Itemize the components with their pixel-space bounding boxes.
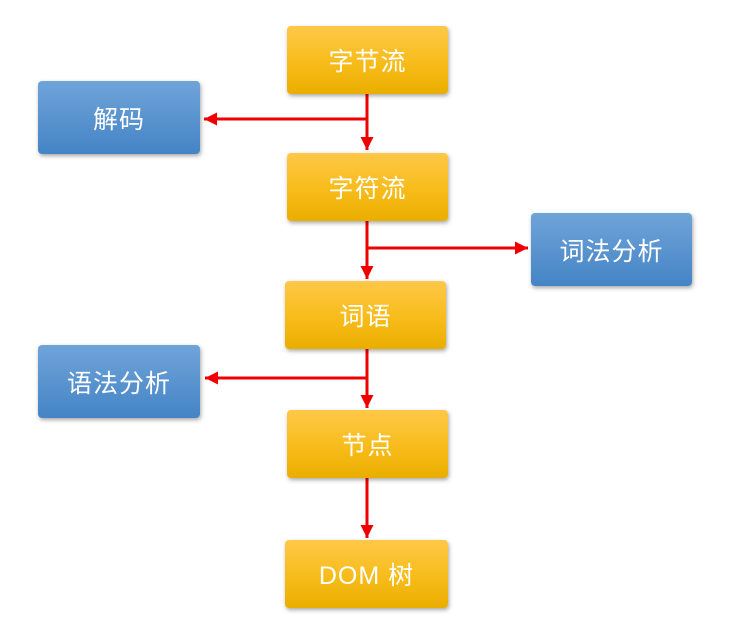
- node-byte-stream: 字节流: [287, 26, 448, 94]
- node-syntax-analysis: 语法分析: [38, 345, 200, 418]
- node-nodes: 节点: [287, 410, 448, 478]
- node-lexical-analysis-label: 词法分析: [559, 237, 664, 266]
- node-decode-label: 解码: [92, 105, 145, 134]
- node-lexical-analysis: 词法分析: [531, 213, 692, 286]
- node-char-stream: 字符流: [287, 153, 448, 221]
- node-byte-stream-label: 字节流: [328, 48, 407, 76]
- node-decode: 解码: [38, 81, 200, 154]
- node-dom-tree-label: DOM 树: [318, 562, 415, 590]
- node-nodes-label: 节点: [341, 432, 394, 460]
- node-dom-tree: DOM 树: [285, 540, 448, 608]
- node-char-stream-label: 字符流: [328, 175, 407, 203]
- node-tokens: 词语: [285, 281, 446, 349]
- node-syntax-analysis-label: 语法分析: [66, 369, 171, 398]
- node-tokens-label: 词语: [339, 303, 392, 331]
